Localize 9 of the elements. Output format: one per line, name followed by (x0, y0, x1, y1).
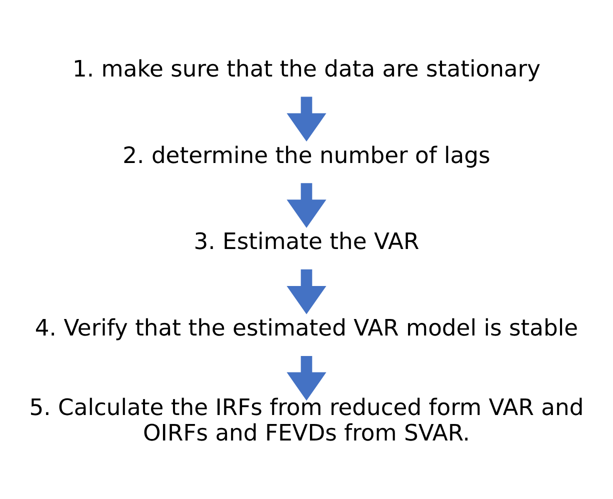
node-text: 4. Verify that the estimated VAR model is stable (34, 316, 578, 342)
arrow (286, 269, 326, 314)
arrow (286, 96, 326, 142)
node-text: 1. make sure that the data are stationary (72, 56, 540, 83)
arrow (286, 356, 326, 401)
node-text: 3. Estimate the VAR (194, 229, 420, 256)
node-text: 5. Calculate the IRFs from reduced form VAR and OIRFs and FEVDs from SVAR. (29, 394, 584, 446)
arrow (286, 183, 326, 228)
node-text: 2. determine the number of lags (122, 142, 490, 169)
